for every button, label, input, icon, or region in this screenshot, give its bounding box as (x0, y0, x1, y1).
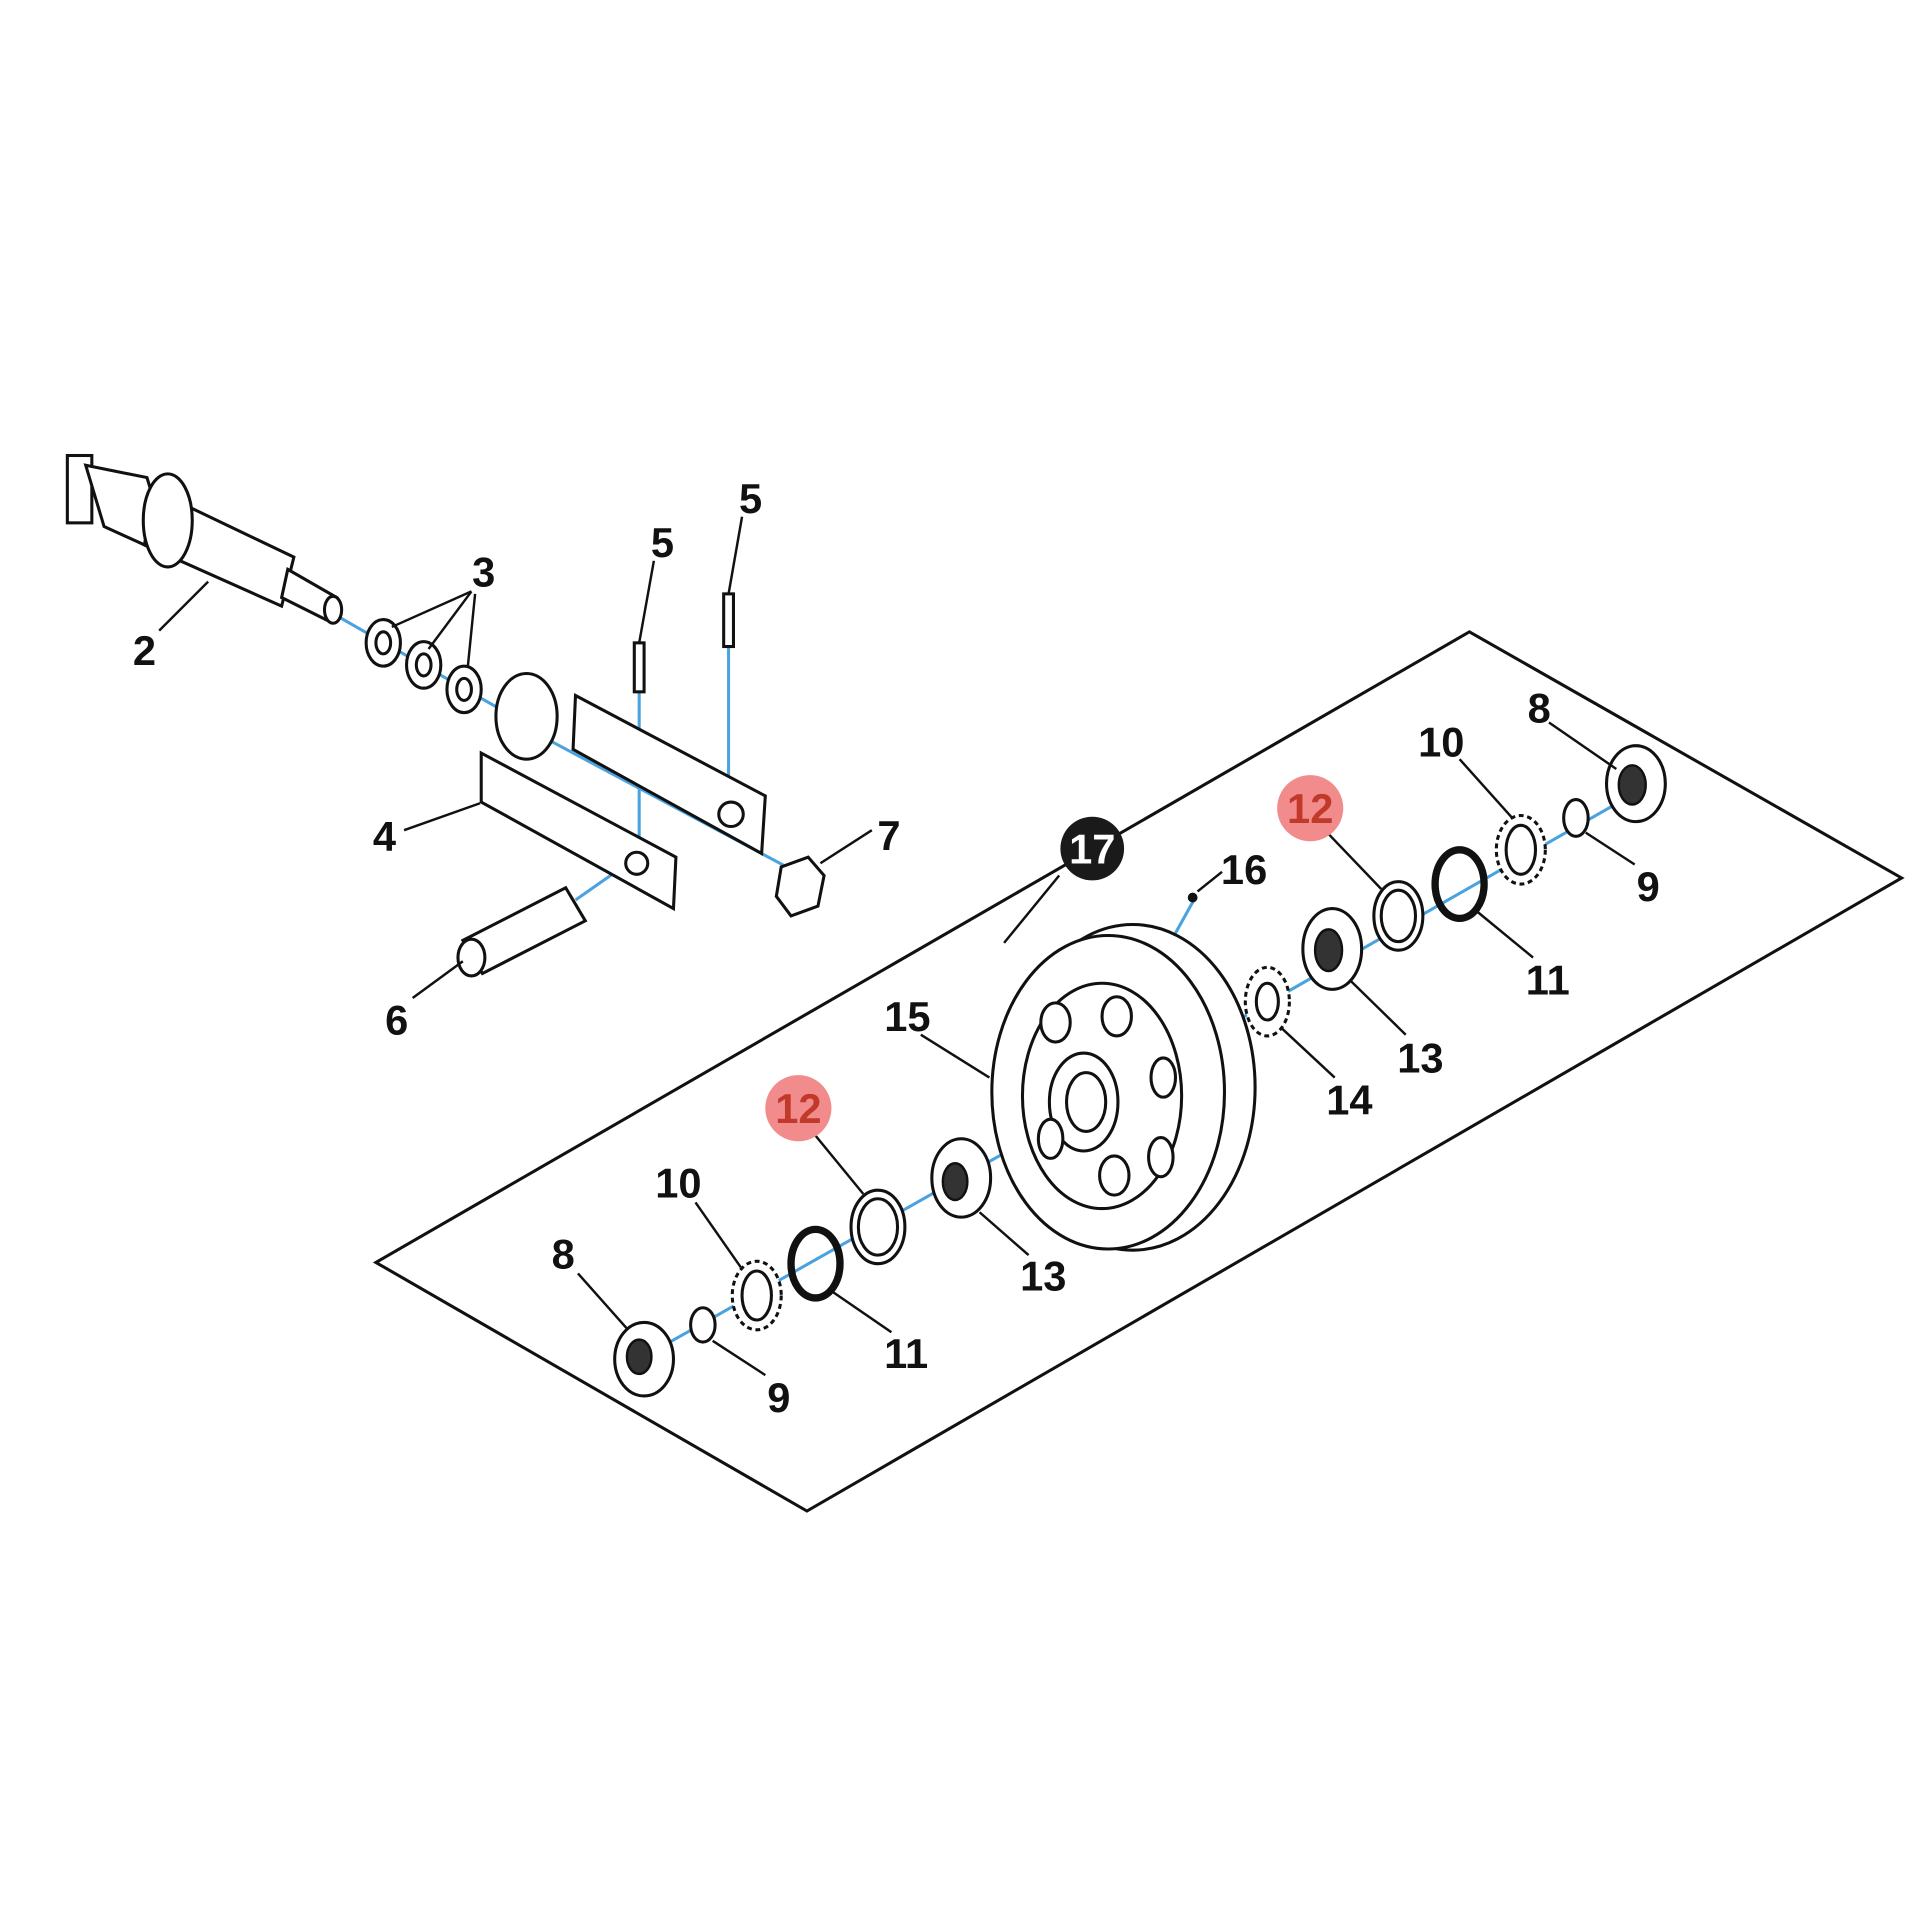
bolt-pin-part (456, 885, 588, 978)
callout-10-left: 10 (655, 1160, 701, 1207)
callout-6: 6 (385, 997, 408, 1044)
callout-14: 14 (1326, 1076, 1372, 1123)
nut-part (774, 855, 826, 918)
callout-3: 3 (472, 549, 495, 596)
callout-12-left-highlight[interactable]: 12 (765, 1075, 832, 1142)
callout-9-right: 9 (1637, 863, 1660, 910)
pin-part-b (722, 592, 735, 649)
callout-13-left: 13 (1020, 1253, 1066, 1300)
callout-11-left: 11 (884, 1330, 928, 1377)
callout-15: 15 (884, 993, 930, 1040)
callout-2: 2 (133, 627, 156, 674)
callout-12-right: 12 (1287, 785, 1333, 832)
callout-8-left: 8 (552, 1231, 575, 1278)
callout-9-left: 9 (767, 1374, 790, 1421)
callout-7: 7 (877, 812, 900, 859)
callout-12-left: 12 (775, 1085, 821, 1132)
pin-part-a (632, 641, 646, 694)
left-stack-parts (613, 1137, 993, 1398)
right-stack-parts (1187, 744, 1667, 1038)
callout-13-right: 13 (1397, 1035, 1443, 1082)
callout-10-right: 10 (1418, 719, 1464, 766)
callout-5b: 5 (739, 475, 762, 522)
assembly-badge-17: 17 (1060, 816, 1125, 881)
callout-8-right: 8 (1528, 684, 1551, 731)
callout-12-right-highlight[interactable]: 12 (1277, 775, 1344, 842)
callout-17: 17 (1069, 825, 1115, 872)
callout-16: 16 (1221, 846, 1267, 893)
idler-wheel-part (990, 922, 1257, 1252)
callout-4: 4 (373, 813, 396, 860)
callout-11-right: 11 (1526, 956, 1570, 1003)
leader-lines (158, 516, 1636, 1377)
yoke-part (479, 671, 767, 912)
shaft-part (65, 453, 344, 625)
callout-5a: 5 (651, 519, 674, 566)
washer-parts (364, 618, 483, 715)
